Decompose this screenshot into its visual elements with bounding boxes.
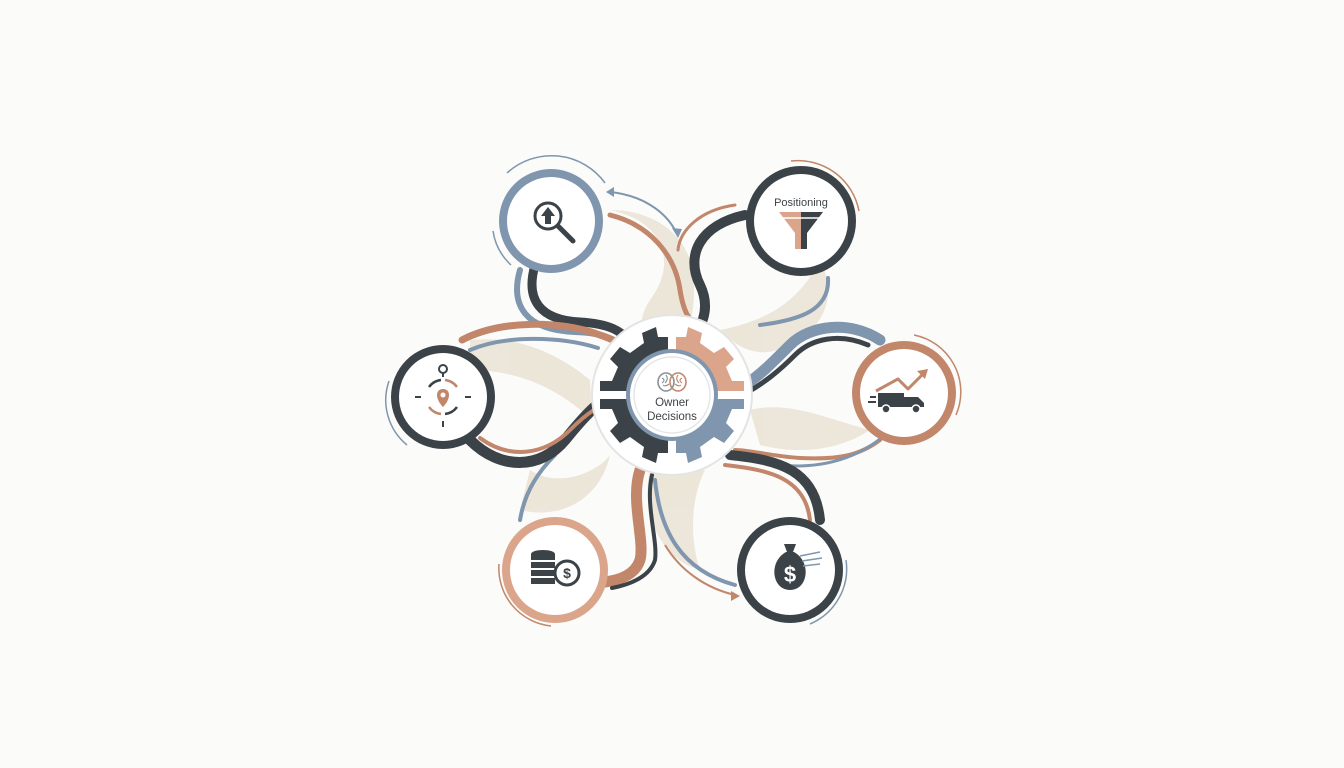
node-right[interactable]: [852, 334, 962, 445]
node-top-left[interactable]: [492, 155, 606, 273]
petal-right: [750, 407, 870, 450]
ribbon-l-blue-top: [468, 336, 600, 352]
ribbon-tr-copper: [676, 203, 737, 252]
node-label-positioning: Positioning: [774, 197, 828, 209]
node-left[interactable]: [385, 345, 495, 449]
ribbon-br-charcoal: [725, 450, 825, 525]
node-bottom-left[interactable]: $: [498, 517, 608, 627]
arrow-top-head-left: [606, 187, 614, 197]
petal-top-right: [720, 260, 829, 353]
brain-icon: [657, 372, 687, 392]
target-location-icon: [415, 364, 471, 427]
magnifier-up-arrow-icon: [533, 201, 576, 244]
cycle-arrows: [606, 187, 740, 601]
outer-arc: [385, 380, 408, 446]
central-gear[interactable]: Owner Decisions: [591, 314, 753, 476]
arrow-top: [609, 191, 677, 233]
arrow-bottom: [664, 544, 736, 596]
ribbon-l-copper: [478, 400, 614, 454]
outer-arc: [913, 334, 962, 416]
ribbon-br-copper: [723, 463, 812, 522]
ribbon-tl-charcoal: [527, 260, 640, 350]
petal-left: [470, 339, 592, 420]
center-label-line2: Decisions: [647, 411, 697, 423]
outer-arc: [790, 159, 860, 212]
ribbon-r-charcoal: [745, 335, 871, 395]
funnel-icon: [779, 212, 823, 249]
node-top-right[interactable]: Positioning: [746, 159, 860, 276]
outer-arc: [506, 155, 606, 184]
outer-arc: [809, 559, 848, 625]
coin-stack-icon: $: [531, 550, 581, 587]
arrow-top-head-right: [672, 228, 682, 238]
ribbon-bl-charcoal: [610, 473, 658, 590]
svg-text:$: $: [784, 562, 796, 587]
center-label-line1: Owner: [655, 397, 689, 409]
svg-text:$: $: [563, 565, 571, 581]
petal-bottom: [647, 470, 705, 570]
money-bag-icon: $: [774, 544, 823, 590]
node-bottom-right[interactable]: $: [737, 517, 848, 625]
outer-arc: [498, 563, 552, 627]
petal-bottom-left: [520, 455, 610, 513]
delivery-truck-growth-icon: [868, 369, 928, 414]
flow-ribbons: [458, 203, 892, 590]
ribbon-tr-blue: [758, 276, 831, 327]
arrow-bottom-head: [731, 591, 740, 601]
ribbon-bl-copper: [599, 464, 647, 588]
ribbon-br-blue: [653, 478, 737, 587]
ribbon-r-blue: [739, 321, 886, 391]
